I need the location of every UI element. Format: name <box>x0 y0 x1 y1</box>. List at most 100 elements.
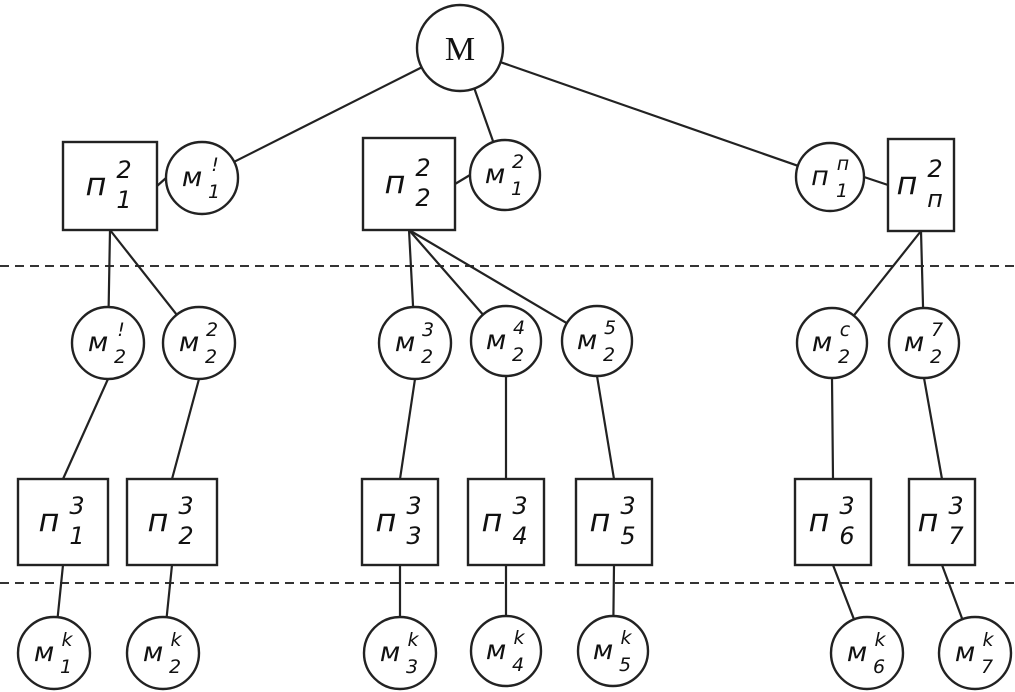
edge-P2_1-M1_1 <box>155 176 168 188</box>
node-label-sub: 2 <box>930 346 942 368</box>
square-node-shape <box>466 477 546 567</box>
node-label-base: м <box>34 637 54 668</box>
node-label-sup: 2 <box>116 156 131 184</box>
circle-node-shape <box>468 138 542 212</box>
node-label-sub: 5 <box>620 522 635 550</box>
node-label-base: м <box>955 637 975 668</box>
node-label-base: м <box>593 635 613 666</box>
edge-M1_2-P3_1 <box>61 377 110 481</box>
node-label-sub: 2 <box>838 346 850 368</box>
node-label-sub: 4 <box>512 522 527 550</box>
node-label-sup: 2 <box>415 154 430 182</box>
edge-P2_2-M3_2 <box>407 228 415 309</box>
node-label-base: м <box>904 327 924 358</box>
node-M1_1: м!1 <box>164 140 240 216</box>
circle-node-shape <box>576 614 650 688</box>
node-label-sup: k <box>407 629 419 651</box>
node-label-sub: 3 <box>406 656 418 678</box>
node-M1_2: м!2 <box>70 305 146 381</box>
square-node-shape <box>793 477 873 567</box>
node-label-sub: 2 <box>178 522 193 550</box>
node-label-sup: 3 <box>839 492 854 520</box>
node-label-base: м <box>847 637 867 668</box>
node-label-base: п <box>86 166 107 204</box>
circle-node-shape <box>469 614 543 688</box>
edge-P2_n-M6_2 <box>852 229 923 317</box>
circle-node-shape <box>937 615 1013 691</box>
node-label-sub: 3 <box>406 522 421 550</box>
edge-P2_2-M4_2 <box>407 228 485 316</box>
node-label-sub: 7 <box>948 522 964 550</box>
edge-M5_2-P3_5 <box>595 374 616 481</box>
node-label-base: п <box>376 502 397 540</box>
node-label-base: п <box>590 502 611 540</box>
circle-node-shape <box>829 615 905 691</box>
edge-M7_2-P3_7 <box>922 376 944 481</box>
root-label: M <box>445 31 475 68</box>
circle-node-shape <box>469 304 543 378</box>
node-label-sup: 3 <box>69 492 84 520</box>
node-label-sub: 7 <box>981 656 993 678</box>
node-label-base: м <box>182 162 202 193</box>
circle-node-shape <box>794 141 866 213</box>
circle-node-shape <box>560 304 634 378</box>
node-label-base: п <box>811 161 829 192</box>
node-label-sub: 1 <box>208 181 220 203</box>
node-label-base: п <box>385 164 406 202</box>
root-circle <box>415 3 505 93</box>
node-label-sup: 3 <box>620 492 635 520</box>
node-label-base: п <box>148 502 169 540</box>
node-label-sub: 5 <box>619 654 631 676</box>
edge-P3_1-Mk_1 <box>56 563 65 619</box>
node-label-sub: 1 <box>60 656 72 678</box>
edge-P3_7-Mk_7 <box>940 563 964 621</box>
square-node-shape <box>907 477 977 567</box>
edge-M-M1_1 <box>233 66 423 163</box>
circle-node-shape <box>164 140 240 216</box>
edge-M-M2_1 <box>473 87 495 144</box>
node-label-sup: k <box>513 627 525 649</box>
edge-M6_2-P3_6 <box>830 376 835 481</box>
node-label-sup: k <box>874 629 886 651</box>
node-label-sup: 2 <box>206 319 218 341</box>
node-label-sub: 1 <box>69 522 84 550</box>
node-label-sup: k <box>61 629 73 651</box>
node-label-base: м <box>485 159 505 190</box>
node-label-sub: 2 <box>114 346 126 368</box>
edge-P2_1-M1_2 <box>107 228 112 309</box>
node-label-sup: ! <box>117 319 125 341</box>
node-label-base: п <box>918 502 939 540</box>
root-node: M <box>415 3 505 93</box>
square-node-shape <box>16 477 110 567</box>
edge-P2_2-M2_1 <box>453 173 472 186</box>
node-label-sup: k <box>620 627 632 649</box>
node-label-base: м <box>812 327 832 358</box>
edge-P3_2-Mk_2 <box>165 563 174 619</box>
node-label-sup: k <box>170 629 182 651</box>
circle-node-shape <box>377 305 453 381</box>
node-label-base: п <box>482 502 503 540</box>
circle-node-shape <box>887 306 961 380</box>
node-label-base: м <box>486 635 506 666</box>
edge-P3_6-Mk_6 <box>831 563 856 621</box>
node-label-base: м <box>486 325 506 356</box>
node-label-sup: 3 <box>178 492 193 520</box>
node-label-sup: 3 <box>512 492 527 520</box>
